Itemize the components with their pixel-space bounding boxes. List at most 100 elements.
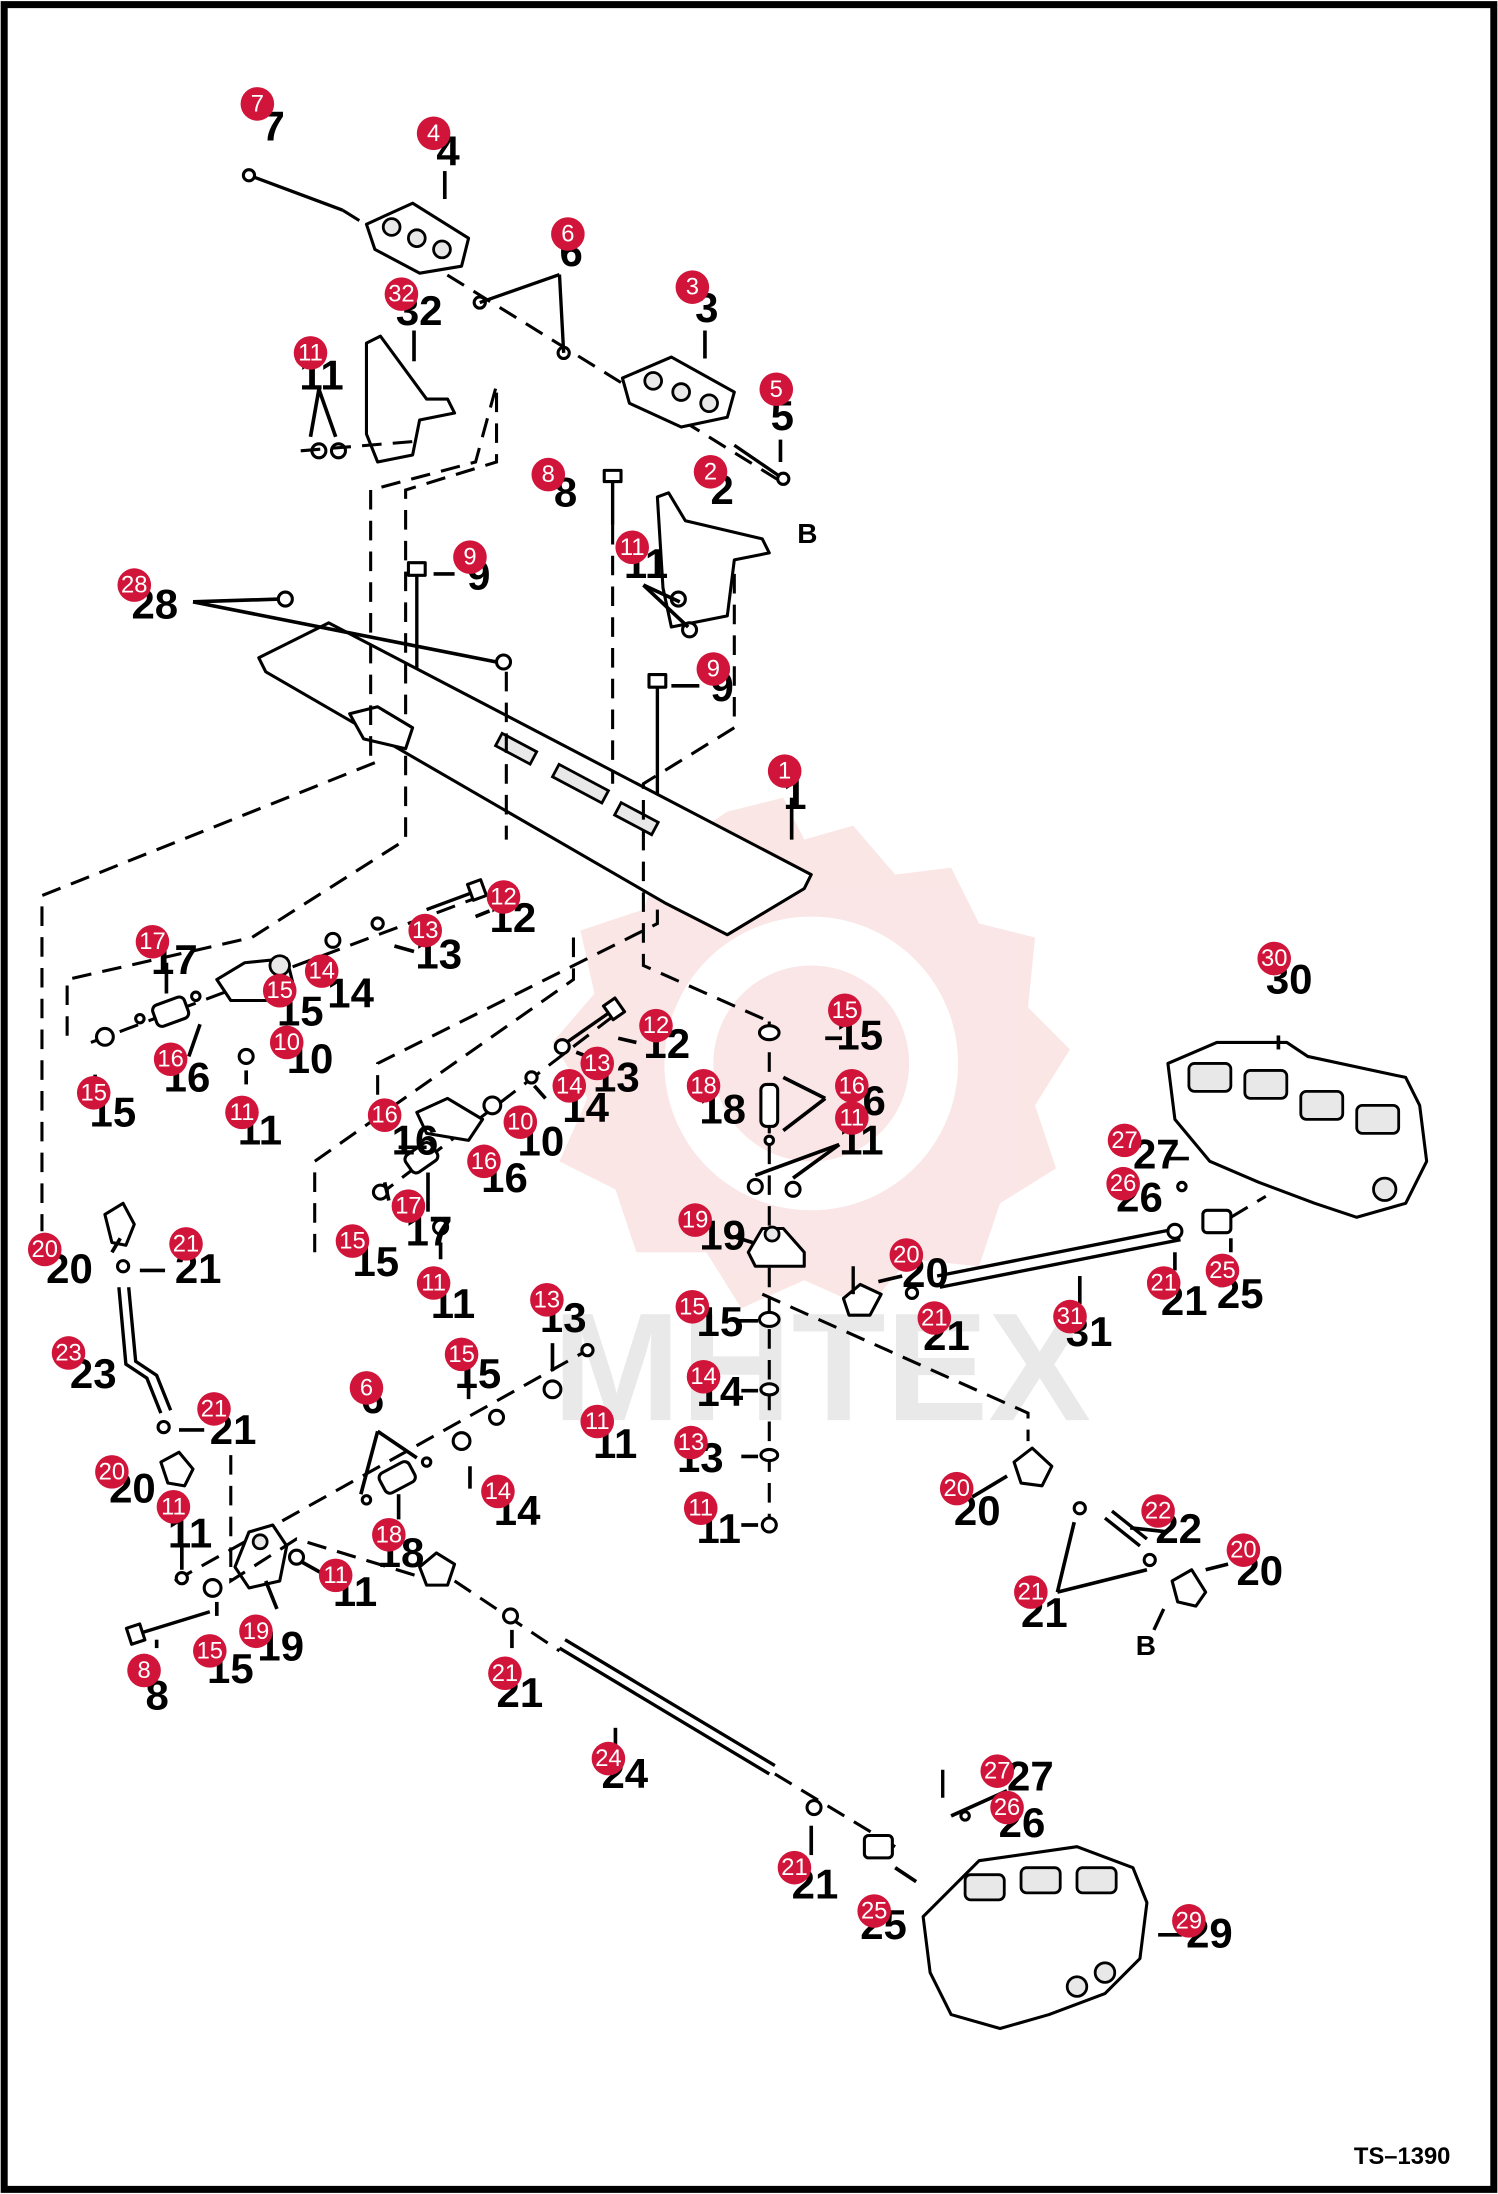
svg-text:15: 15	[80, 1079, 106, 1106]
callout-15-c[interactable]: 15	[828, 993, 862, 1028]
callout-9-b[interactable]: 9	[696, 652, 731, 686]
callout-32[interactable]: 32	[384, 277, 419, 311]
callout-27-b[interactable]: 27	[980, 1754, 1015, 1788]
callout-8-top[interactable]: 8	[531, 457, 566, 492]
callout-18-a[interactable]: 18	[686, 1069, 721, 1103]
svg-text:11: 11	[298, 339, 323, 366]
callout-30[interactable]: 30	[1257, 941, 1291, 976]
svg-text:27: 27	[984, 1758, 1010, 1785]
callout-20-d[interactable]: 20	[939, 1471, 974, 1506]
lbl-27-b: 27	[1007, 1753, 1054, 1800]
callout-14-a[interactable]: 14	[304, 954, 339, 988]
callout-16-c[interactable]: 16	[367, 1098, 402, 1132]
callout-21-c[interactable]: 21	[1146, 1266, 1181, 1300]
callout-19-a[interactable]: 19	[678, 1203, 712, 1237]
callout-11-i[interactable]: 11	[683, 1491, 718, 1525]
callout-12-b[interactable]: 12	[639, 1008, 673, 1043]
callout-13-b[interactable]: 13	[580, 1046, 615, 1081]
callout-10-b[interactable]: 10	[503, 1105, 538, 1139]
callout-21-b[interactable]: 21	[917, 1301, 952, 1335]
callout-29[interactable]: 29	[1172, 1904, 1206, 1938]
callout-1[interactable]: 1	[767, 754, 802, 788]
callout-20-c[interactable]: 20	[95, 1455, 129, 1489]
callout-28[interactable]: 28	[117, 568, 152, 602]
callout-15-b[interactable]: 15	[76, 1076, 111, 1110]
callout-21-f[interactable]: 21	[488, 1656, 522, 1691]
svg-text:14: 14	[485, 1478, 511, 1505]
callout-2[interactable]: 2	[693, 455, 728, 489]
link-22-edge	[1110, 1509, 1148, 1541]
svg-text:11: 11	[585, 1408, 610, 1435]
washer-14-c	[488, 1408, 506, 1426]
callout-15-f[interactable]: 15	[444, 1337, 479, 1372]
callout-16-b[interactable]: 16	[835, 1069, 869, 1103]
callout-15-d[interactable]: 15	[335, 1224, 370, 1258]
callout-12-a[interactable]: 12	[486, 880, 521, 914]
callout-20-e[interactable]: 20	[1226, 1533, 1261, 1567]
callout-17-a[interactable]: 17	[135, 924, 170, 959]
svg-text:17: 17	[139, 928, 165, 955]
svg-text:14: 14	[690, 1363, 716, 1390]
callout-18-b[interactable]: 18	[372, 1518, 406, 1552]
svg-text:20: 20	[943, 1475, 969, 1502]
callout-21-d[interactable]: 21	[197, 1392, 231, 1426]
callout-13-a[interactable]: 13	[408, 913, 442, 948]
callout-15-e[interactable]: 15	[675, 1290, 710, 1324]
callout-17-b[interactable]: 17	[391, 1189, 426, 1223]
callout-31[interactable]: 31	[1053, 1299, 1087, 1334]
callout-21-g[interactable]: 21	[777, 1850, 812, 1885]
clevis-25-a	[1201, 1208, 1233, 1235]
callout-10-a[interactable]: 10	[269, 1025, 304, 1060]
svg-text:12: 12	[643, 1012, 669, 1039]
callout-11-b[interactable]: 11	[615, 530, 649, 565]
callout-15-g[interactable]: 15	[193, 1634, 227, 1668]
callout-25-b[interactable]: 25	[857, 1894, 891, 1928]
washer-13-e	[759, 1447, 780, 1463]
callout-24[interactable]: 24	[591, 1741, 626, 1776]
callout-13-d[interactable]: 13	[674, 1425, 708, 1460]
callout-21-e[interactable]: 21	[1014, 1575, 1048, 1609]
callout-19-b[interactable]: 19	[239, 1614, 273, 1649]
callout-9-a[interactable]: 9	[453, 540, 487, 574]
callout-22[interactable]: 22	[1141, 1494, 1175, 1528]
link-23-edge	[127, 1287, 173, 1411]
callout-14-b[interactable]: 14	[552, 1069, 587, 1103]
callout-11-g[interactable]: 11	[156, 1490, 191, 1524]
callout-25-a[interactable]: 25	[1205, 1253, 1240, 1288]
axis-32	[300, 439, 420, 453]
callout-23[interactable]: 23	[51, 1336, 86, 1370]
callout-14-c[interactable]: 14	[686, 1359, 721, 1394]
washer-14-a	[324, 931, 342, 949]
callout-7[interactable]: 7	[240, 87, 275, 121]
callout-16-d[interactable]: 16	[467, 1144, 501, 1179]
callout-21-a[interactable]: 21	[169, 1227, 203, 1261]
callout-3[interactable]: 3	[675, 270, 710, 304]
callout-14-d[interactable]: 14	[481, 1474, 515, 1509]
nut-21-a	[115, 1259, 131, 1274]
callout-6-b[interactable]: 6	[349, 1371, 384, 1405]
callout-11-d[interactable]: 11	[835, 1101, 869, 1135]
svg-text:18: 18	[376, 1521, 402, 1548]
svg-text:16: 16	[471, 1148, 497, 1175]
callout-20-a[interactable]: 20	[27, 1232, 62, 1267]
callout-20-b[interactable]: 20	[889, 1238, 924, 1272]
callout-11-a[interactable]: 11	[293, 336, 328, 370]
callout-11-h[interactable]: 11	[318, 1558, 353, 1593]
callout-5[interactable]: 5	[759, 372, 794, 407]
callout-11-e[interactable]: 11	[416, 1266, 451, 1300]
svg-text:8: 8	[542, 461, 555, 488]
svg-text:8: 8	[137, 1657, 150, 1684]
callout-11-c[interactable]: 11	[225, 1095, 259, 1130]
callout-4[interactable]: 4	[416, 116, 451, 151]
callout-26-a[interactable]: 26	[1106, 1166, 1140, 1201]
callout-27-a[interactable]: 27	[1107, 1123, 1142, 1158]
callout-13-c[interactable]: 13	[530, 1283, 564, 1317]
callout-11-f[interactable]: 11	[580, 1404, 615, 1439]
svg-text:21: 21	[492, 1660, 518, 1687]
callout-16-a[interactable]: 16	[153, 1042, 188, 1077]
callout-26-b[interactable]: 26	[990, 1790, 1024, 1825]
callout-6-top[interactable]: 6	[551, 217, 585, 251]
svg-text:10: 10	[507, 1109, 533, 1136]
callout-15-a[interactable]: 15	[262, 973, 297, 1008]
callout-8-b[interactable]: 8	[127, 1653, 161, 1688]
